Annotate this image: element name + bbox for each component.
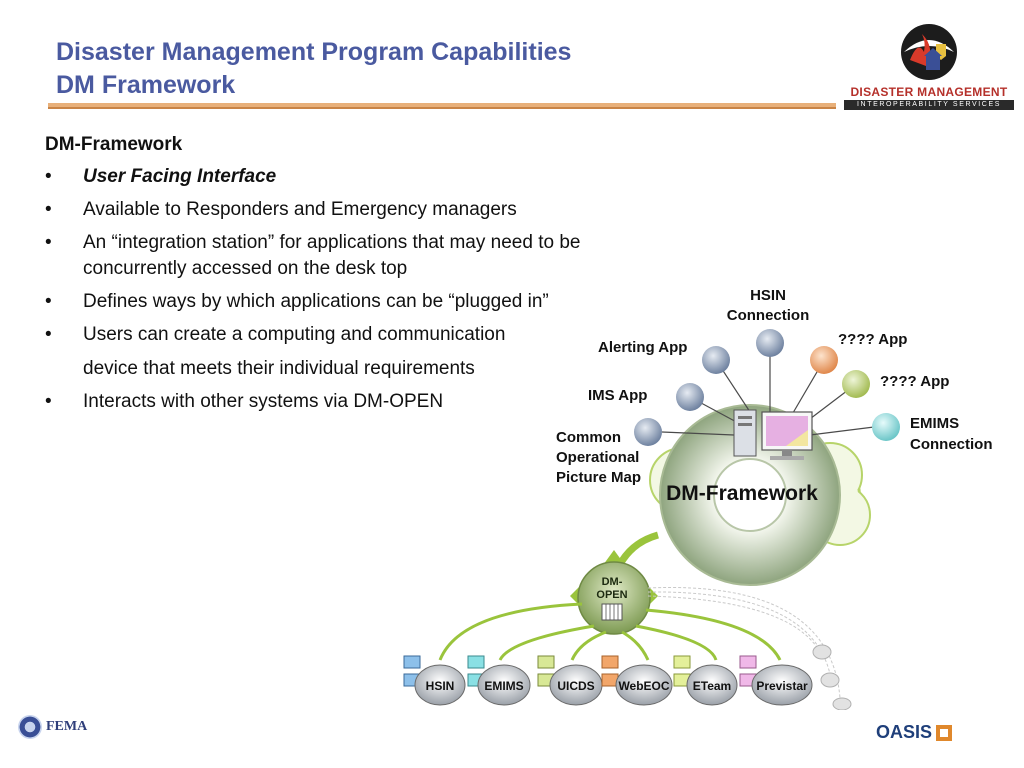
workstation-icon: [733, 409, 813, 460]
additional-systems: [812, 644, 852, 710]
bullet-item: •Users can create a computing and commun…: [45, 322, 635, 382]
fema-seal-icon: [18, 715, 42, 739]
section-heading: DM-Framework: [45, 134, 183, 155]
title-divider: [48, 103, 836, 109]
bullet-item: •User Facing Interface: [45, 166, 277, 187]
unknown-app-label-2: ???? App: [880, 373, 949, 390]
building-icon: [601, 603, 623, 621]
bullet-item: •An “integration station” for applicatio…: [45, 232, 581, 279]
emims-connection-node: [872, 413, 900, 441]
emims-connection-label: EMIMS: [910, 415, 959, 432]
unknown-app-label-1: ???? App: [838, 331, 907, 348]
content-body: DM-Framework •User Facing Interface •Ava…: [45, 134, 635, 422]
logo-subtitle: INTEROPERABILITY SERVICES: [844, 100, 1014, 110]
framework-title: DM-Framework: [666, 482, 818, 505]
system-hsin-label: HSIN: [426, 679, 455, 693]
unknown-app-node-1: [810, 346, 838, 374]
alerting-app-label: Alerting App: [598, 339, 687, 356]
dm-open-label-2: OPEN: [596, 589, 627, 601]
cop-label-1: Common: [556, 429, 621, 446]
bullet-item: •Available to Responders and Emergency m…: [45, 199, 517, 220]
system-uicds-label: UICDS: [557, 679, 594, 693]
oasis-text: OASIS: [876, 722, 933, 742]
logo-emblem-icon: [901, 24, 957, 80]
system-emims-label: EMIMS: [484, 679, 523, 693]
title-line-1: Disaster Management Program Capabilities: [56, 38, 572, 66]
open-to-systems-lines: [438, 602, 782, 661]
unknown-app-node-2: [842, 370, 870, 398]
cop-map-node: [634, 418, 662, 446]
cop-label-3: Picture Map: [556, 469, 641, 486]
ims-app-node: [676, 383, 704, 411]
title-line-2: DM Framework: [56, 71, 236, 99]
system-uicds: UICDS: [537, 655, 603, 706]
cop-label-2: Operational: [556, 449, 639, 466]
bullet-item: •Defines ways by which applications can …: [45, 291, 549, 312]
alerting-app-node: [702, 346, 730, 374]
system-eteam: ETeam: [673, 655, 738, 706]
oasis-mark-icon: [936, 724, 953, 741]
connected-systems: HSIN EMIMS UICDS WebEOC ETeam: [403, 644, 852, 710]
fema-text: FEMA: [46, 719, 88, 734]
dm-open-hub: DM- OPEN: [570, 556, 658, 635]
system-eteam-label: ETeam: [693, 679, 731, 693]
logo-title: DISASTER MANAGEMENT: [850, 85, 1008, 99]
system-emims: EMIMS: [467, 655, 531, 706]
slide-title: Disaster Management Program Capabilities…: [56, 36, 571, 102]
system-webeoc-label: WebEOC: [618, 679, 669, 693]
dm-framework-diagram: HSIN Connection Alerting App ???? App IM…: [403, 287, 993, 710]
system-webeoc: WebEOC: [601, 655, 673, 706]
hsin-connection-label-2: Connection: [727, 307, 810, 324]
oasis-logo: OASIS: [876, 722, 953, 743]
bullet-continuation: device that meets their individual requi…: [83, 358, 475, 379]
hsin-connection-label: HSIN: [750, 287, 786, 304]
system-hsin: HSIN: [403, 655, 466, 706]
ims-app-label: IMS App: [588, 387, 647, 404]
dm-open-label-1: DM-: [602, 576, 623, 588]
bullet-item: •Interacts with other systems via DM-OPE…: [45, 391, 444, 412]
hsin-connection-node: [756, 329, 784, 357]
system-previstar: Previstar: [739, 655, 813, 706]
fema-logo: FEMA: [18, 715, 87, 739]
disaster-management-logo: DISASTER MANAGEMENT INTEROPERABILITY SER…: [840, 22, 1018, 110]
system-previstar-label: Previstar: [756, 679, 808, 693]
emims-connection-label-2: Connection: [910, 436, 993, 453]
